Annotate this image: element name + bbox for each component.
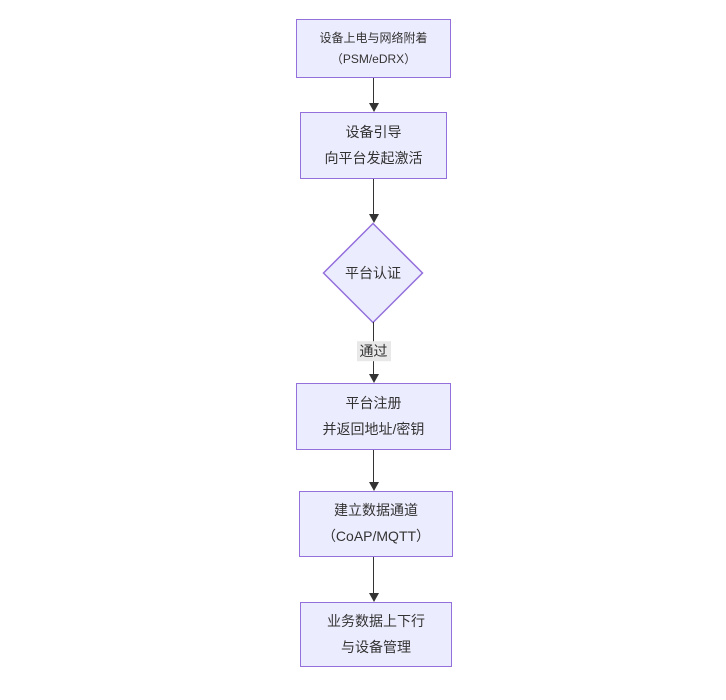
node-power-attach-line2: （PSM/eDRX） <box>330 51 417 66</box>
arrowhead-down-icon <box>368 103 379 112</box>
node-register-line2: 并返回地址/密钥 <box>322 420 425 437</box>
edge-auth-to-register: 通过 <box>356 322 391 383</box>
node-platform-auth-label: 平台认证 <box>345 265 401 281</box>
node-power-attach-line1: 设备上电与网络附着 <box>319 30 428 45</box>
node-platform-auth: 平台认证 <box>322 222 424 324</box>
node-power-attach: 设备上电与网络附着 （PSM/eDRX） <box>296 19 451 78</box>
node-data-channel: 建立数据通道 （CoAP/MQTT） <box>299 491 453 557</box>
edge-line <box>373 450 374 482</box>
node-business: 业务数据上下行 与设备管理 <box>300 602 452 667</box>
node-business-line1: 业务数据上下行 <box>327 612 425 629</box>
edge-line <box>373 179 374 214</box>
node-register-line1: 平台注册 <box>345 394 402 411</box>
arrowhead-down-icon <box>368 593 379 602</box>
node-bootstrap-line2: 向平台发起激活 <box>324 149 423 166</box>
node-register: 平台注册 并返回地址/密钥 <box>296 383 451 450</box>
edge-channel-to-business <box>368 557 379 602</box>
edge-line <box>373 557 374 593</box>
arrowhead-down-icon <box>368 214 379 223</box>
edge-register-to-channel <box>368 450 379 491</box>
node-business-line2: 与设备管理 <box>341 638 411 655</box>
arrowhead-down-icon <box>368 482 379 491</box>
edge-bootstrap-to-auth <box>368 179 379 223</box>
node-data-channel-line1: 建立数据通道 <box>334 502 418 519</box>
edge-line <box>373 78 374 103</box>
edge-power-to-bootstrap <box>368 78 379 112</box>
node-bootstrap-line1: 设备引导 <box>345 123 402 140</box>
node-data-channel-line2: （CoAP/MQTT） <box>321 528 431 544</box>
node-bootstrap: 设备引导 向平台发起激活 <box>300 112 447 179</box>
arrowhead-down-icon <box>368 374 379 383</box>
edge-label-pass: 通过 <box>356 340 391 362</box>
